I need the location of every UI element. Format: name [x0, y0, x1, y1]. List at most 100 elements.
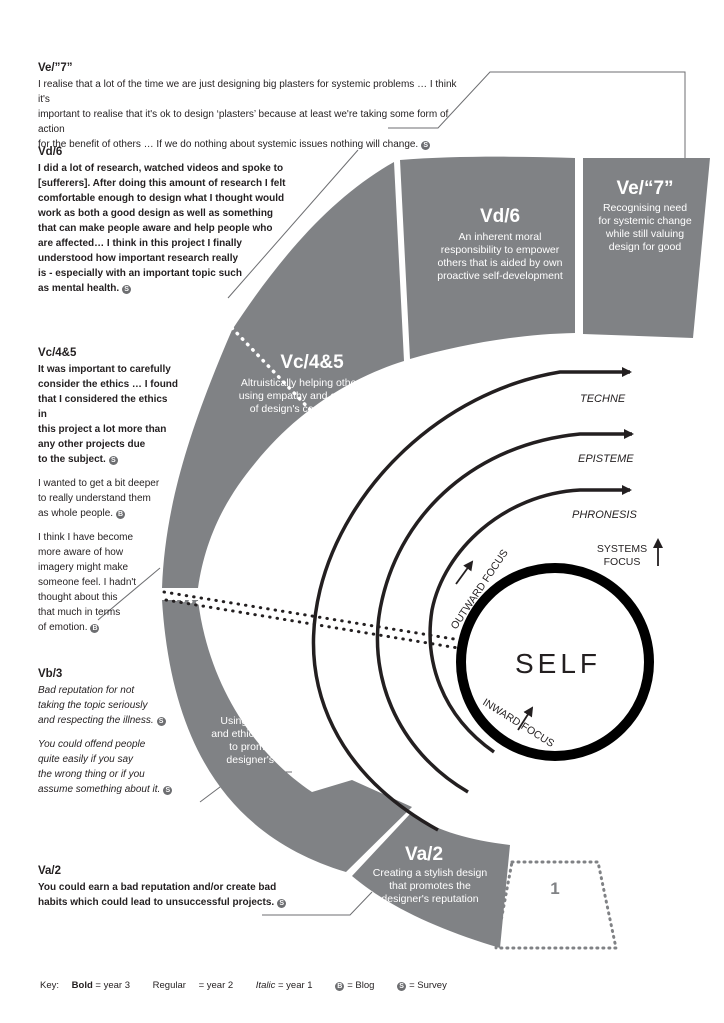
quote-vd-line: that can make people aware and help peop… — [38, 223, 273, 234]
quote-va-line-text: habits which could lead to unsuccessful … — [38, 897, 275, 908]
key-regular: Regular = year 2 — [153, 980, 244, 991]
key-bold: Bold = year 3 — [72, 980, 140, 991]
key-bold-desc: = year 3 — [95, 980, 130, 991]
segment-title-vb: Vb/3 — [243, 690, 283, 711]
quote-vc-line-text: as whole people. — [38, 508, 114, 519]
segment-desc-va-3: designer's reputation — [381, 893, 478, 905]
quote-vb-title: Vb/3 — [38, 668, 63, 680]
quote-vb-line: and respecting the illness.S — [38, 713, 188, 728]
quote-vd-line: as mental health.S — [38, 281, 308, 296]
blog-icon: B — [116, 510, 126, 519]
segment-desc-va-1: Creating a stylish design — [373, 867, 488, 879]
quote-vc-line-text: of emotion. — [38, 622, 88, 633]
quote-vc-line: thought about this — [38, 592, 118, 603]
quote-ve-line: I realise that a lot of the time we are … — [38, 79, 457, 105]
segment-desc-vb-1: Using ‘sustainable — [220, 715, 305, 727]
outward-arrow-icon — [455, 560, 474, 585]
segment-desc-vd-2: responsibility to empower — [441, 244, 560, 256]
systems-focus-line-2: FOCUS — [604, 556, 641, 568]
segment-vd — [400, 156, 575, 359]
segment-title-vc: Vc/4&5 — [280, 352, 344, 373]
arc-label-techne: TECHNE — [580, 393, 626, 405]
quote-va: Va/2 You could earn a bad reputation and… — [38, 864, 288, 910]
systems-focus-label: SYSTEMS FOCUS — [597, 543, 647, 568]
quote-vd-line: I did a lot of research, watched videos … — [38, 163, 284, 174]
blog-icon: B — [90, 624, 100, 633]
dark-dotted-dividers — [162, 590, 462, 650]
key-survey-desc: = Survey — [409, 980, 447, 991]
survey-icon: S — [397, 982, 407, 991]
arc-labels: TECHNE EPISTEME PHRONESIS — [572, 393, 637, 521]
quote-vc: Vc/4&5 It was important to carefully con… — [38, 346, 178, 635]
quote-ve-line-text: for the benefit of others … If we do not… — [38, 139, 419, 150]
segment-desc-vd-3: others that is aided by own — [438, 257, 563, 269]
quote-vb-line: assume something about it.S — [38, 782, 188, 797]
quote-vc-line: any other projects due — [38, 439, 146, 450]
segment-ve — [583, 158, 710, 338]
arc-label-episteme: EPISTEME — [578, 453, 634, 465]
quote-vb-line: the wrong thing or if you — [38, 769, 145, 780]
segment-desc-vc-1: Altruistically helping others by — [241, 377, 380, 389]
quote-vb-line: quite easily if you say — [38, 754, 134, 765]
quote-vc-line: to the subject.S — [38, 452, 178, 467]
concentric-arcs — [311, 367, 634, 832]
connector-lines — [97, 71, 686, 916]
key-regular-term: Regular — [152, 980, 186, 991]
quote-vb-line: You could offend people — [38, 739, 146, 750]
quote-va-line: habits which could lead to unsuccessful … — [38, 895, 288, 910]
survey-icon: S — [421, 141, 431, 150]
systems-focus-line-1: SYSTEMS — [597, 543, 647, 555]
quote-vd-title: Vd/6 — [38, 146, 63, 158]
survey-icon: S — [108, 456, 118, 465]
quote-vc-line: this project a lot more than — [38, 424, 167, 435]
quote-vc-line-text: to the subject. — [38, 454, 106, 465]
key-blog: B= Blog — [335, 980, 384, 991]
connector-vc — [97, 567, 161, 621]
quote-vd-line: are affected… I think in this project I … — [38, 238, 242, 249]
quote-vc-line: I wanted to get a bit deeper — [38, 478, 160, 489]
segment-1 — [494, 860, 618, 950]
quote-vc-line: that much in terms — [38, 607, 121, 618]
segment-desc-vc-3: of design's consequences — [250, 403, 371, 415]
quote-vc-line: that I considered the ethics in — [38, 394, 168, 420]
quote-vd-line: is - especially with an important topic … — [38, 268, 242, 279]
segment-vb — [162, 600, 412, 872]
quote-vb-line-text: assume something about it. — [38, 784, 161, 795]
quote-vb: Vb/3 Bad reputation for not taking the t… — [38, 667, 188, 797]
survey-icon: S — [163, 786, 173, 795]
segments — [162, 156, 710, 948]
quote-vd: Vd/6 I did a lot of research, watched vi… — [38, 145, 308, 296]
quote-va-title: Va/2 — [38, 865, 62, 877]
connector-va — [262, 891, 373, 916]
survey-icon: S — [156, 717, 166, 726]
survey-icon: S — [122, 285, 132, 294]
quote-ve: Ve/”7” I realise that a lot of the time … — [38, 61, 458, 152]
segment-desc-va-2: that promotes the — [389, 880, 471, 892]
blog-icon: B — [335, 982, 345, 991]
quote-vc-line: I think I have become — [38, 532, 134, 543]
quote-vc-line: It was important to carefully — [38, 364, 171, 375]
key-italic: Italic = year 1 — [256, 980, 323, 991]
key-label: Key: — [40, 980, 60, 991]
quote-vb-line-text: and respecting the illness. — [38, 715, 154, 726]
inward-arrow-icon — [517, 706, 534, 731]
segment-title-va: Va/2 — [405, 844, 443, 865]
segment-desc-vd-1: An inherent moral — [459, 231, 542, 243]
segment-title-1: 1 — [550, 879, 559, 898]
quote-vb-line: Bad reputation for not — [38, 685, 135, 696]
quote-ve-title: Ve/”7” — [38, 62, 73, 74]
key-regular-desc: = year 2 — [198, 980, 234, 991]
segment-desc-vd-4: proactive self-development — [437, 270, 563, 282]
quote-vc-line: consider the ethics … I found — [38, 379, 179, 390]
quote-vd-line: comfortable enough to design what I thou… — [38, 193, 285, 204]
segment-desc-vc-2: using empathy and awareness — [239, 390, 381, 402]
white-dotted-dividers — [166, 326, 360, 626]
segment-desc-ve-2: for systemic change — [598, 215, 692, 227]
quote-vc-title: Vc/4&5 — [38, 347, 77, 359]
quote-ve-line: important to realise that it's ok to des… — [38, 109, 449, 135]
key-italic-term: Italic — [255, 980, 276, 991]
segment-title-vd: Vd/6 — [480, 206, 520, 227]
survey-icon: S — [277, 899, 287, 908]
segment-desc-vb-3: to promote the — [229, 741, 297, 753]
